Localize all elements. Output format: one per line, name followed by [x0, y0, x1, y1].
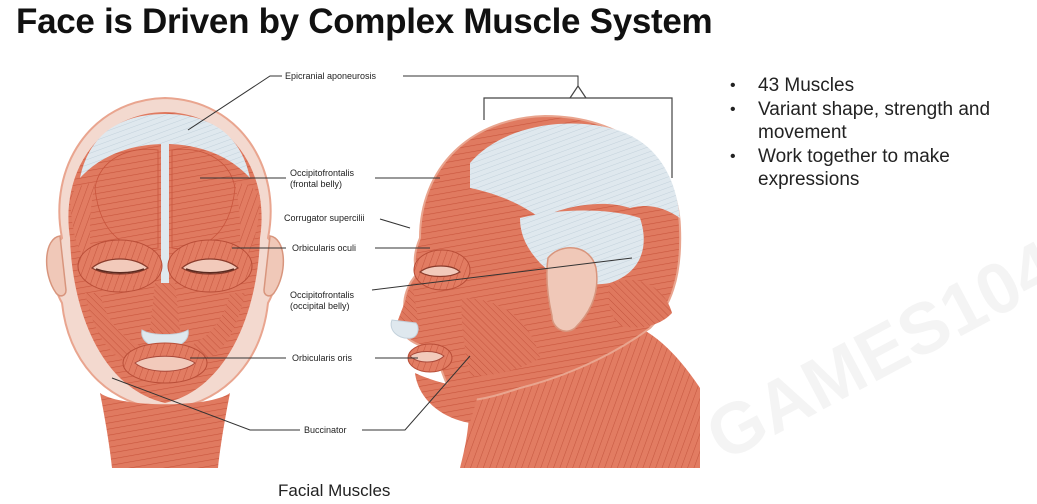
- label-orbicularis-oculi: Orbicularis oculi: [292, 243, 356, 253]
- label-corrugator-supercilii: Corrugator supercilii: [284, 213, 365, 223]
- leader-lines: [111, 75, 633, 431]
- label-buccinator: Buccinator: [304, 425, 347, 435]
- slide-title: Face is Driven by Complex Muscle System: [16, 2, 713, 41]
- label-occipitofrontalis-frontal-belly: (frontal belly): [290, 179, 342, 189]
- bullet-item: Work together to make expressions: [728, 145, 1028, 191]
- anatomy-svg: Epicranial aponeurosis Occipitofrontalis…: [45, 71, 700, 468]
- label-epicranial-aponeurosis: Epicranial aponeurosis: [285, 71, 377, 81]
- watermark: GAMES104: [693, 225, 1037, 478]
- label-orbicularis-oris: Orbicularis oris: [292, 353, 353, 363]
- front-head: [45, 96, 285, 468]
- label-occipitofrontalis-occipital: Occipitofrontalis: [290, 290, 355, 300]
- label-occipitofrontalis-frontal: Occipitofrontalis: [290, 168, 355, 178]
- figure-caption: Facial Muscles: [278, 481, 391, 500]
- bullet-item: Variant shape, strength and movement: [728, 98, 1028, 144]
- label-occipitofrontalis-occipital-belly: (occipital belly): [290, 301, 350, 311]
- bullet-item: 43 Muscles: [728, 74, 1028, 97]
- side-head: [390, 84, 700, 468]
- bullet-list: 43 Muscles Variant shape, strength and m…: [728, 74, 1028, 192]
- facial-muscles-illustration: Epicranial aponeurosis Occipitofrontalis…: [0, 58, 700, 468]
